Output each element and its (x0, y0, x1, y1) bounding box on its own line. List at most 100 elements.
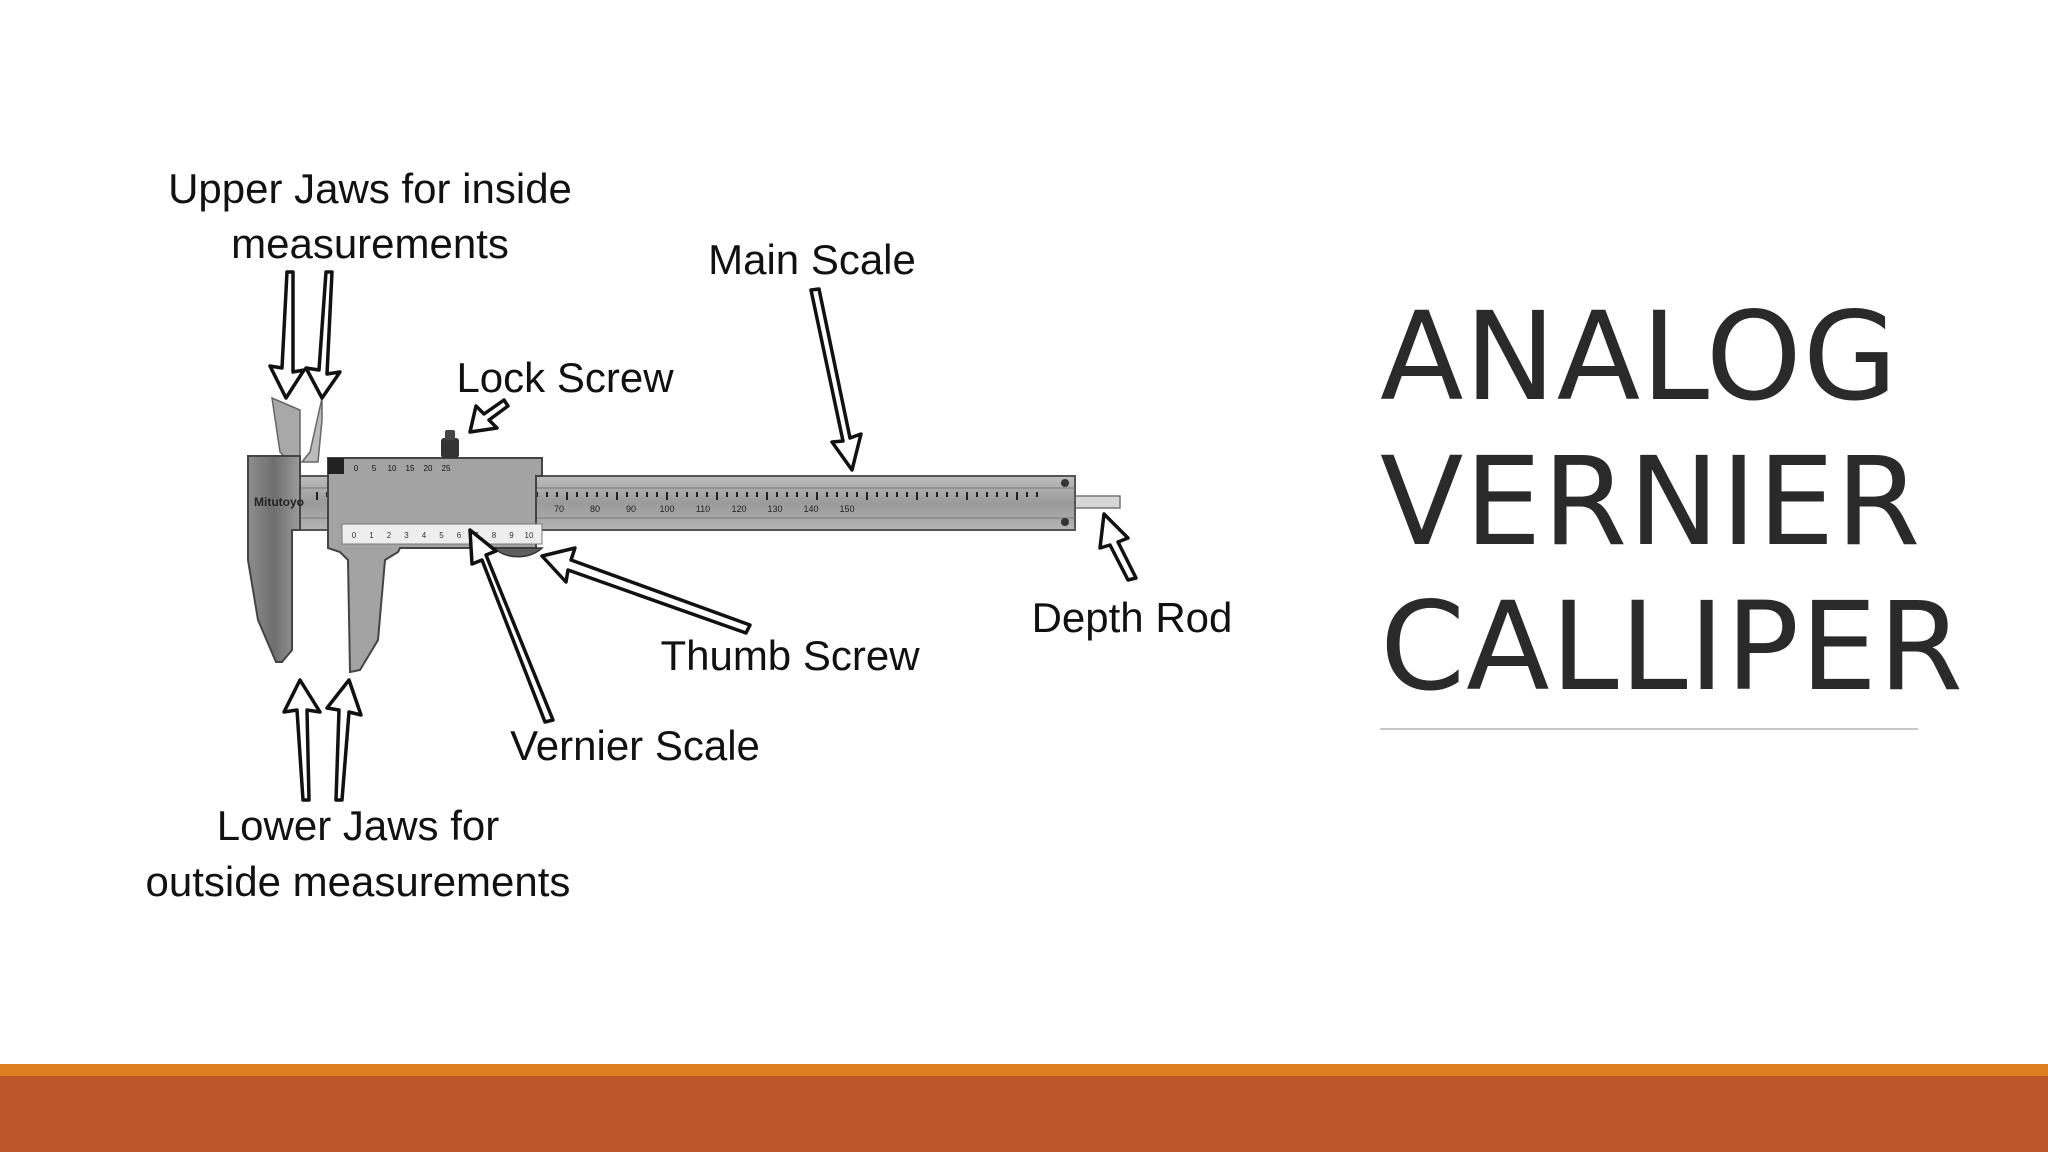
vernier-scale-number: 9 (509, 531, 514, 540)
main-scale-tick (896, 492, 898, 497)
label-lower-jaws-line2: outside measurements (146, 858, 571, 905)
arrow-thumb-screw (540, 546, 752, 635)
vernier-scale-number: 5 (439, 531, 444, 540)
main-scale-tick (786, 492, 788, 497)
arrow-upper-jaw-1 (268, 270, 306, 400)
main-scale-tick (996, 492, 998, 497)
main-scale-tick (856, 492, 858, 497)
main-scale-number: 70 (554, 504, 564, 514)
label-lower-jaws-line1: Lower Jaws for (217, 802, 499, 849)
label-lock-screw: Lock Screw (456, 354, 674, 401)
footer-band (0, 1076, 2048, 1152)
main-scale-tick (976, 492, 978, 497)
fixed-jaw-body (247, 455, 301, 663)
main-scale-number: 100 (659, 504, 674, 514)
main-scale-number: 140 (803, 504, 818, 514)
vernier-scale-number: 4 (422, 531, 427, 540)
main-scale-tick (866, 492, 868, 500)
label-thumb-screw: Thumb Screw (660, 632, 920, 679)
main-scale-tick (946, 492, 948, 497)
arrows (268, 270, 1138, 802)
main-scale-tick (936, 492, 938, 497)
top-scale-number: 20 (424, 464, 433, 473)
main-scale-tick (816, 492, 818, 500)
arrow-lower-jaw-2 (325, 678, 363, 802)
vernier-scale-number: 0 (352, 531, 357, 540)
vernier-scale-number: 6 (457, 531, 462, 540)
label-upper-jaws-line1: Upper Jaws for inside (168, 165, 572, 212)
main-scale-tick (1036, 492, 1038, 497)
main-scale-tick (316, 492, 318, 500)
main-scale-tick (806, 492, 808, 497)
main-scale-tick (876, 492, 878, 497)
top-scale-number: 0 (354, 464, 359, 473)
main-scale-number: 130 (767, 504, 782, 514)
title-line-2: VERNIER (1380, 431, 1922, 573)
title-line-3: CALLIPER (1380, 576, 1964, 718)
main-scale-tick (926, 492, 928, 497)
upper-jaw-sliding (300, 397, 323, 463)
label-vernier-scale: Vernier Scale (510, 722, 760, 769)
main-scale-tick (696, 492, 698, 497)
main-scale-number: 80 (590, 504, 600, 514)
vernier-scale-plate (341, 523, 543, 545)
footer-accent-bar (0, 1064, 2048, 1076)
main-scale-tick (916, 492, 918, 500)
main-scale-tick (746, 492, 748, 497)
beam-rivet-top (1061, 479, 1069, 487)
main-scale-tick (666, 492, 668, 500)
label-main-scale: Main Scale (708, 236, 916, 283)
main-scale-tick (1006, 492, 1008, 497)
main-scale-tick (966, 492, 968, 500)
depth-rod (1074, 495, 1121, 509)
main-scale-tick (906, 492, 908, 497)
main-scale-tick (656, 492, 658, 497)
main-scale-tick (646, 492, 648, 497)
main-scale-tick (756, 492, 758, 497)
arrow-lock-screw (468, 398, 510, 434)
main-scale-number: 90 (626, 504, 636, 514)
brand-mark: Mitutoyo (254, 495, 304, 509)
main-scale-number: 110 (696, 504, 710, 514)
main-scale-tick (546, 492, 548, 497)
vernier-scale-number: 2 (387, 531, 392, 540)
thumb-screw-wheel (492, 547, 544, 558)
upper-jaw-fixed (271, 396, 301, 463)
main-scale-number: 120 (731, 504, 746, 514)
vernier-calliper-diagram: 102030405060708090100110120130140150 Mit… (146, 165, 1233, 905)
main-scale-tick (676, 492, 678, 497)
title-line-1: ANALOG (1380, 286, 1899, 428)
main-scale-tick (736, 492, 738, 497)
main-scale-tick (826, 492, 828, 497)
label-upper-jaws-line2: measurements (231, 220, 509, 267)
arrow-upper-jaw-2 (304, 270, 342, 400)
top-scale-number: 15 (406, 464, 415, 473)
label-depth-rod: Depth Rod (1032, 594, 1233, 641)
lock-screw-housing (328, 458, 344, 474)
top-scale-number: 10 (388, 464, 397, 473)
vernier-scale-number: 1 (369, 531, 374, 540)
main-scale-tick (686, 492, 688, 497)
vernier-scale-number: 10 (525, 531, 534, 540)
main-scale-tick (616, 492, 618, 500)
main-scale-number: 150 (839, 504, 854, 514)
title-underline (1380, 728, 1918, 730)
top-scale-number: 25 (442, 464, 451, 473)
main-scale-tick (776, 492, 778, 497)
sliding-jaw-body (327, 457, 543, 674)
arrow-vernier-scale (468, 528, 555, 724)
lock-screw-knob (441, 430, 459, 458)
vernier-scale-number: 3 (404, 531, 409, 540)
main-scale-tick (956, 492, 958, 497)
arrow-lower-jaw-1 (282, 678, 322, 802)
main-scale-tick (836, 492, 838, 497)
arrow-main-scale (809, 287, 863, 472)
main-scale-tick (596, 492, 598, 497)
main-scale-tick (1026, 492, 1028, 497)
main-scale-tick (576, 492, 578, 497)
main-scale-tick (606, 492, 608, 497)
main-scale-tick (846, 492, 848, 497)
vernier-scale-number: 8 (492, 531, 497, 540)
main-scale-tick (636, 492, 638, 497)
main-scale-tick (716, 492, 718, 500)
